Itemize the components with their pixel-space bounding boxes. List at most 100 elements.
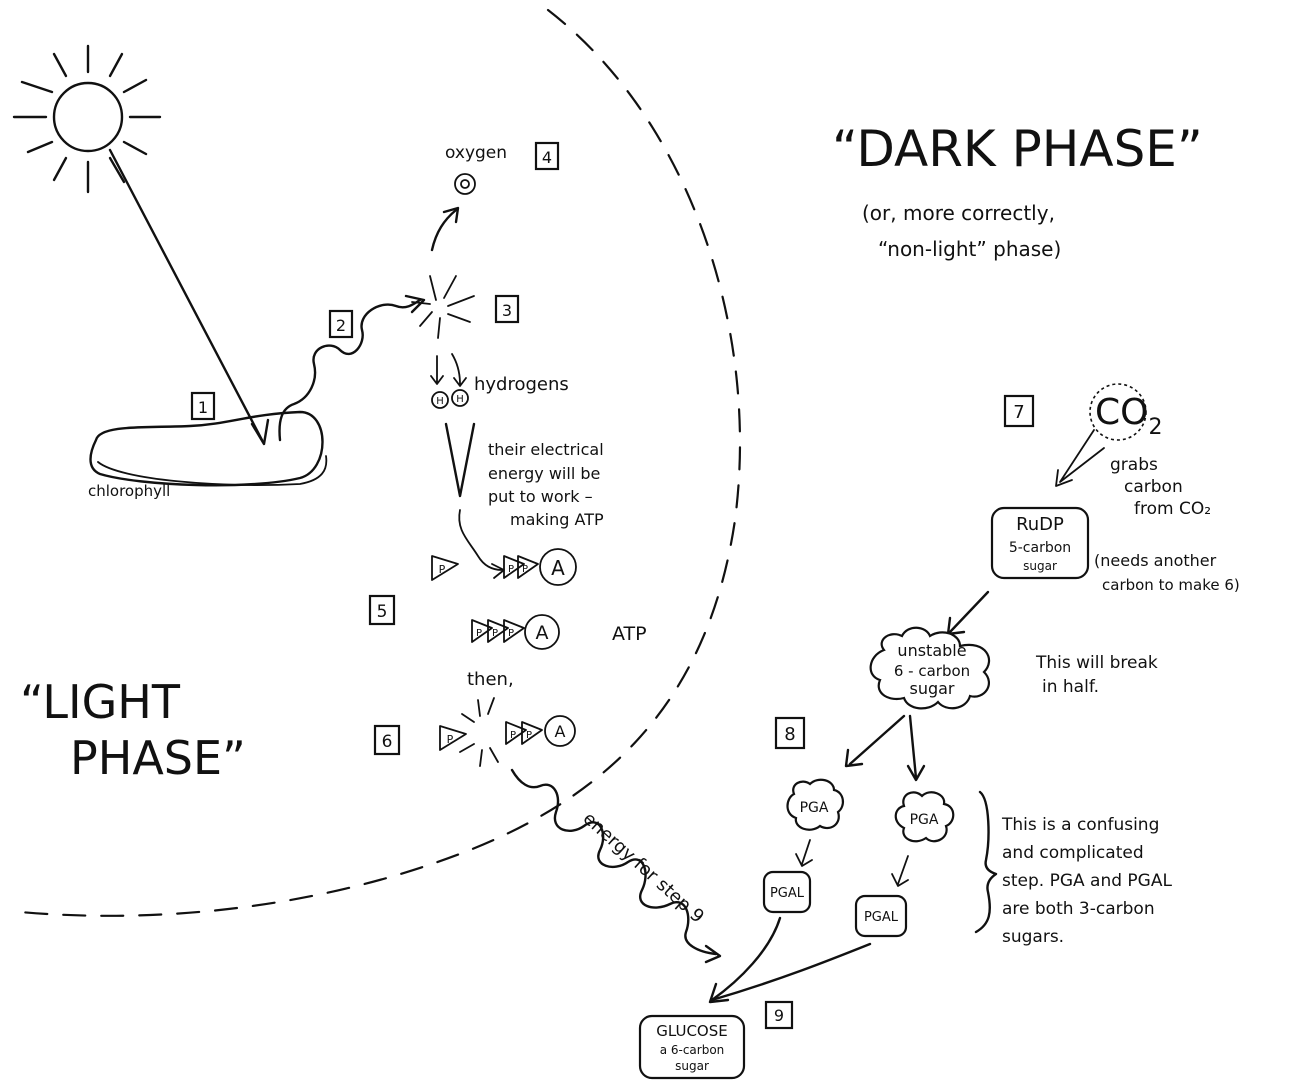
unstable-sugar-cloud <box>869 626 990 710</box>
confusing-line-5: sugars. <box>1002 927 1064 947</box>
energy-path-label: energy for step 9 <box>579 808 708 927</box>
pgal-box-left <box>762 870 812 914</box>
adp-molecule: P P A <box>503 548 577 586</box>
pga-cloud-left <box>786 778 844 831</box>
pgal-right-label: PGAL <box>864 910 899 925</box>
svg-text:A: A <box>555 722 566 741</box>
co2-dotted-circle <box>1089 383 1147 441</box>
oxygen-arrow <box>430 208 458 252</box>
brace <box>974 790 998 934</box>
dark-phase-subtitle-2: “non-light” phase) <box>878 237 1061 261</box>
needs-line-2: carbon to make 6) <box>1102 576 1240 594</box>
pgal-box-right <box>854 894 908 938</box>
hydrogen-arrow-2 <box>451 353 467 387</box>
step-9-label: 9 <box>774 1006 784 1025</box>
phase-boundary <box>18 8 742 917</box>
phosphate-released: P <box>439 725 467 751</box>
unstable-line-3: sugar <box>909 679 954 698</box>
confusing-line-1: This is a confusing <box>1001 815 1159 835</box>
step-3-label: 3 <box>502 301 512 320</box>
glucose-line-2: a 6-carbon <box>660 1043 725 1057</box>
unstable-line-2: 6 - carbon <box>894 662 970 680</box>
step-8-box <box>774 716 806 750</box>
hydrogen-arrow-1 <box>430 355 444 385</box>
energy-flow-curve <box>458 509 503 571</box>
step-6-box <box>373 724 401 756</box>
split-arrow-right <box>908 714 918 780</box>
light-ray <box>108 148 264 442</box>
svg-text:P: P <box>526 730 532 741</box>
grabs-line-1: grabs <box>1110 455 1158 475</box>
break-line-2: in half. <box>1042 677 1099 697</box>
energy-note-line-1: their electrical <box>488 440 604 459</box>
co2-arrow <box>1059 429 1105 483</box>
pgal-to-glucose-arrow-right <box>710 942 872 1002</box>
step-4-label: 4 <box>542 148 552 167</box>
hydrogen-atom-2: H <box>451 389 469 407</box>
energy-note-line-2: energy will be <box>488 464 600 483</box>
pgal-to-glucose-arrow-left <box>710 916 782 1002</box>
light-phase-title-2: PHASE” <box>70 731 246 785</box>
unstable-line-1: unstable <box>897 641 966 660</box>
step-3-box <box>494 294 520 324</box>
light-phase-title-1: “LIGHT <box>20 675 181 729</box>
atp-label: ATP <box>612 623 647 645</box>
confusing-line-3: step. PGA and PGAL <box>1002 871 1172 891</box>
svg-text:A: A <box>551 556 565 580</box>
svg-text:P: P <box>476 628 482 639</box>
atp-molecule: P P P A <box>471 614 560 650</box>
sun-icon <box>12 44 162 194</box>
pga-to-pgal-arrow-left <box>795 839 813 867</box>
energy-note-line-3: put to work – <box>488 487 593 506</box>
rudp-line-3: sugar <box>1023 559 1057 573</box>
step-2-box <box>328 309 354 339</box>
confusing-line-2: and complicated <box>1002 843 1144 863</box>
step-7-label: 7 <box>1013 402 1024 423</box>
burst-icon <box>411 275 475 339</box>
step-2-label: 2 <box>336 316 346 335</box>
oxygen-label: oxygen <box>445 143 507 163</box>
pga-left-label: PGA <box>800 800 829 816</box>
step-6-label: 6 <box>382 732 393 752</box>
step-5-box <box>368 594 396 626</box>
pga-to-pgal-arrow-right <box>891 855 909 887</box>
confusing-line-4: are both 3-carbon <box>1002 899 1155 919</box>
glucose-line-3: sugar <box>675 1059 709 1073</box>
step-1-box <box>190 391 216 421</box>
svg-text:P: P <box>510 730 516 741</box>
oxygen-atom <box>454 173 476 195</box>
pgal-left-label: PGAL <box>770 886 805 901</box>
glucose-line-1: GLUCOSE <box>656 1022 728 1040</box>
svg-text:P: P <box>447 733 454 746</box>
dark-phase-subtitle-1: (or, more correctly, <box>862 201 1055 225</box>
step-9-box <box>764 1000 794 1030</box>
energy-note-line-4: making ATP <box>510 510 604 529</box>
split-arrow-left <box>848 714 906 766</box>
step-1-label: 1 <box>198 398 208 417</box>
step-5-label: 5 <box>377 602 388 622</box>
svg-text:A: A <box>536 622 549 644</box>
rudp-box <box>990 506 1090 580</box>
chlorophyll-shape <box>89 410 328 487</box>
svg-text:H: H <box>456 394 464 405</box>
co2-label: CO2 <box>1095 392 1162 440</box>
glucose-box <box>638 1014 746 1080</box>
svg-text:P: P <box>522 564 528 575</box>
grabs-line-2: carbon <box>1124 477 1183 497</box>
chlorophyll-label: chlorophyll <box>88 482 170 500</box>
release-burst-icon <box>459 697 499 767</box>
rudp-line-1: RuDP <box>1016 514 1064 535</box>
svg-text:H: H <box>436 396 444 407</box>
pga-cloud-right <box>894 791 955 843</box>
energy-wave-2 <box>510 768 718 956</box>
hydrogens-label: hydrogens <box>474 374 569 395</box>
hydrogen-atom-1: H <box>431 391 449 409</box>
rudp-to-unstable-arrow <box>948 590 990 634</box>
step-8-label: 8 <box>784 724 795 745</box>
step-7-box <box>1003 394 1035 428</box>
adp-remaining: P P A <box>505 715 576 747</box>
energy-wave-1 <box>278 298 422 442</box>
pga-right-label: PGA <box>910 812 939 828</box>
